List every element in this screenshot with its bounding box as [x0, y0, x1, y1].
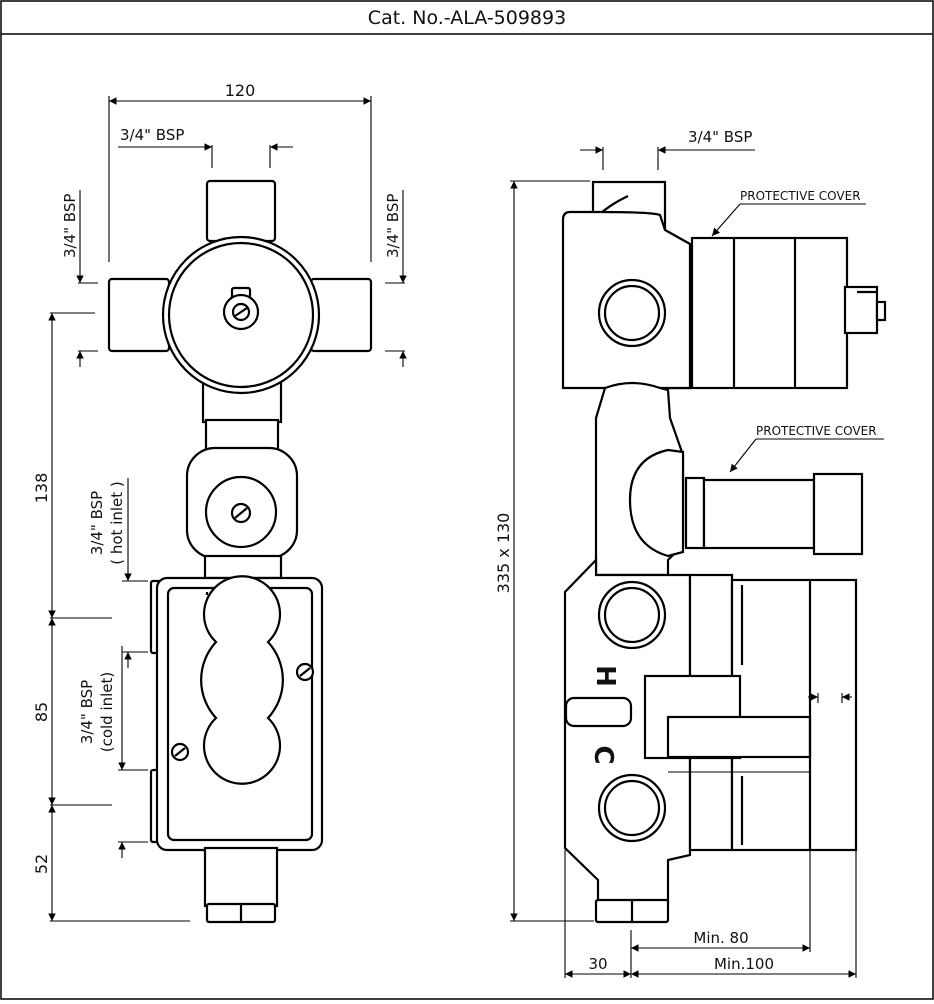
dim-85: 85 [32, 702, 51, 722]
side-top-port-label: 3/4" BSP [688, 128, 752, 146]
front-top-port-label: 3/4" BSP [120, 126, 184, 144]
cold-inlet-label-2: (cold inlet) [98, 672, 116, 753]
dim-30: 30 [588, 955, 607, 973]
front-right-port-label: 3/4" BSP [384, 194, 402, 258]
front-left-port-label: 3/4" BSP [61, 194, 79, 258]
catalog-number: Cat. No.-ALA-509893 [368, 7, 566, 29]
cold-inlet-label-1: 3/4" BSP [78, 680, 96, 744]
protective-cover-upper-label: PROTECTIVE COVER [740, 189, 861, 203]
side-view: H C 3/4" BSP PROTECTIVE COVER PROTECTIVE… [494, 128, 887, 978]
dim-min-80: Min. 80 [693, 929, 748, 947]
dim-overall: 335 x 130 [494, 513, 513, 594]
hot-inlet-label-2: ( hot inlet ) [108, 481, 126, 565]
front-view: 120 3/4" BSP 3/4" BSP 3/4" BSP 138 85 52 [32, 81, 407, 924]
protective-cover-lower-label: PROTECTIVE COVER [756, 424, 877, 438]
hot-inlet-label-1: 3/4" BSP [88, 491, 106, 555]
dim-min-100: Min.100 [714, 955, 774, 973]
cold-mark: C [588, 745, 618, 764]
hot-mark: H [590, 665, 620, 687]
dim-width-120: 120 [225, 81, 256, 100]
dim-138: 138 [32, 473, 51, 504]
dim-52: 52 [32, 854, 51, 874]
